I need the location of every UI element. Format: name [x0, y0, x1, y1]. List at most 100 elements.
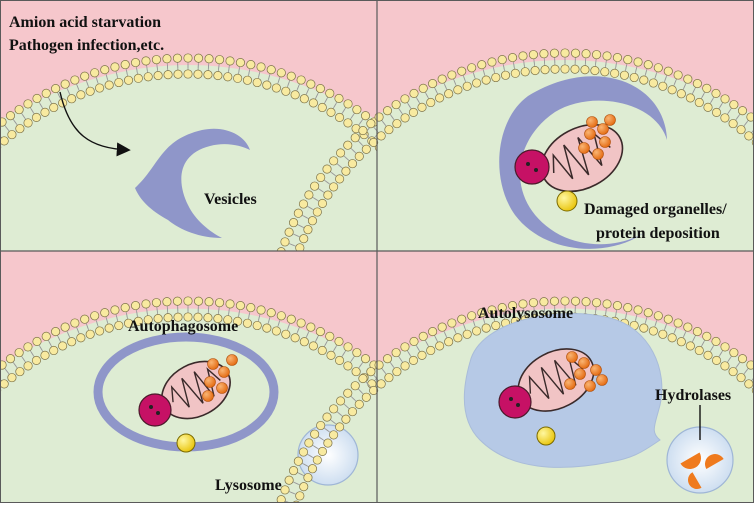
lipid-head: [435, 342, 443, 350]
lipid-head: [224, 73, 232, 81]
lipid-head: [277, 69, 285, 77]
lipid-head: [492, 321, 500, 329]
lipid-head: [15, 348, 23, 356]
lipid-head: [582, 298, 590, 306]
lipid-head: [105, 324, 113, 332]
protein-granule-icon: [593, 149, 604, 160]
lipid-head: [677, 90, 685, 98]
stress-label-line1: Amion acid starvation: [9, 14, 161, 31]
lipid-head: [318, 103, 326, 111]
lipid-head: [624, 55, 632, 63]
lipid-head: [427, 98, 435, 106]
lipid-head: [236, 58, 244, 66]
lipid-head: [294, 457, 302, 465]
protein-granule-icon: [203, 391, 214, 402]
lipid-head: [393, 367, 401, 375]
lipid-head: [677, 338, 685, 346]
lipid-head: [121, 60, 129, 68]
lipid-head: [508, 53, 516, 61]
lipid-head: [282, 330, 290, 338]
lipid-head: [243, 76, 251, 84]
lysosome-label: Lysosome: [215, 477, 282, 494]
lipid-head: [541, 65, 549, 73]
lipid-head: [359, 374, 367, 382]
lipid-head: [367, 119, 375, 127]
lipid-head: [297, 319, 305, 327]
lipid-head: [730, 100, 738, 108]
lipid-head: [355, 152, 363, 160]
lipid-head: [592, 50, 600, 58]
lipid-head: [737, 125, 745, 133]
lipid-head: [344, 141, 352, 149]
lipid-head: [67, 95, 75, 103]
lipid-head: [519, 52, 527, 60]
lipid-head: [257, 306, 265, 314]
lipid-head: [81, 72, 89, 80]
lipid-head: [24, 119, 32, 127]
lipid-head: [16, 367, 24, 375]
lipid-head: [601, 68, 609, 76]
lipid-head: [362, 393, 370, 401]
lipid-head: [644, 308, 652, 316]
lipid-head: [42, 332, 50, 340]
lipid-head: [277, 496, 285, 503]
lipid-head: [300, 338, 308, 346]
lipid-head: [721, 114, 729, 122]
lipid-head: [86, 330, 94, 338]
lipid-head: [418, 103, 426, 111]
lipid-head: [393, 119, 401, 127]
lipid-head: [444, 90, 452, 98]
lipid-head: [305, 191, 313, 199]
lipid-head: [296, 492, 304, 500]
lipid-head: [620, 71, 628, 79]
lipid-head: [367, 367, 375, 375]
lipid-head: [95, 327, 103, 335]
lipid-head: [342, 415, 350, 423]
lipid-head: [344, 119, 352, 127]
lipid-head: [287, 315, 295, 323]
lipid-head: [561, 65, 569, 73]
lipid-head: [336, 149, 344, 157]
lipid-head: [463, 82, 471, 90]
lipid-head: [233, 74, 241, 82]
lipid-head: [613, 301, 621, 309]
lipid-head: [353, 348, 361, 356]
lipid-head: [263, 324, 271, 332]
lipid-head: [329, 431, 337, 439]
lipid-head: [721, 95, 729, 103]
lipid-head: [267, 65, 275, 73]
lipid-head: [344, 100, 352, 108]
lipid-head: [478, 60, 486, 68]
lipid-head: [492, 73, 500, 81]
lipid-head: [61, 323, 69, 331]
lipid-head: [316, 173, 324, 181]
lipid-droplet-icon: [557, 191, 577, 211]
lipid-head: [664, 315, 672, 323]
lipid-head: [304, 225, 312, 233]
lipid-head: [392, 100, 400, 108]
lipid-head: [194, 297, 202, 305]
lipid-head: [41, 108, 49, 116]
protein-granule-icon: [565, 379, 576, 390]
lipid-head: [344, 343, 352, 351]
lipid-head: [668, 334, 676, 342]
lipid-head: [348, 407, 356, 415]
lipid-head: [297, 76, 305, 84]
lipid-head: [305, 439, 313, 447]
lipid-head: [511, 69, 519, 77]
lipid-head: [215, 298, 223, 306]
lipid-head: [214, 71, 222, 79]
lipid-head: [730, 348, 738, 356]
lipid-head: [644, 60, 652, 68]
lipid-head: [428, 327, 436, 335]
lipid-head: [81, 315, 89, 323]
lipid-head: [299, 448, 307, 456]
lipid-head: [448, 71, 456, 79]
lipid-head: [173, 297, 181, 305]
lipid-head: [121, 303, 129, 311]
lipid-head: [359, 126, 367, 134]
lipid-head: [134, 74, 142, 82]
lipid-head: [649, 79, 657, 87]
lipid-head: [164, 70, 172, 78]
lipid-head: [329, 405, 337, 413]
